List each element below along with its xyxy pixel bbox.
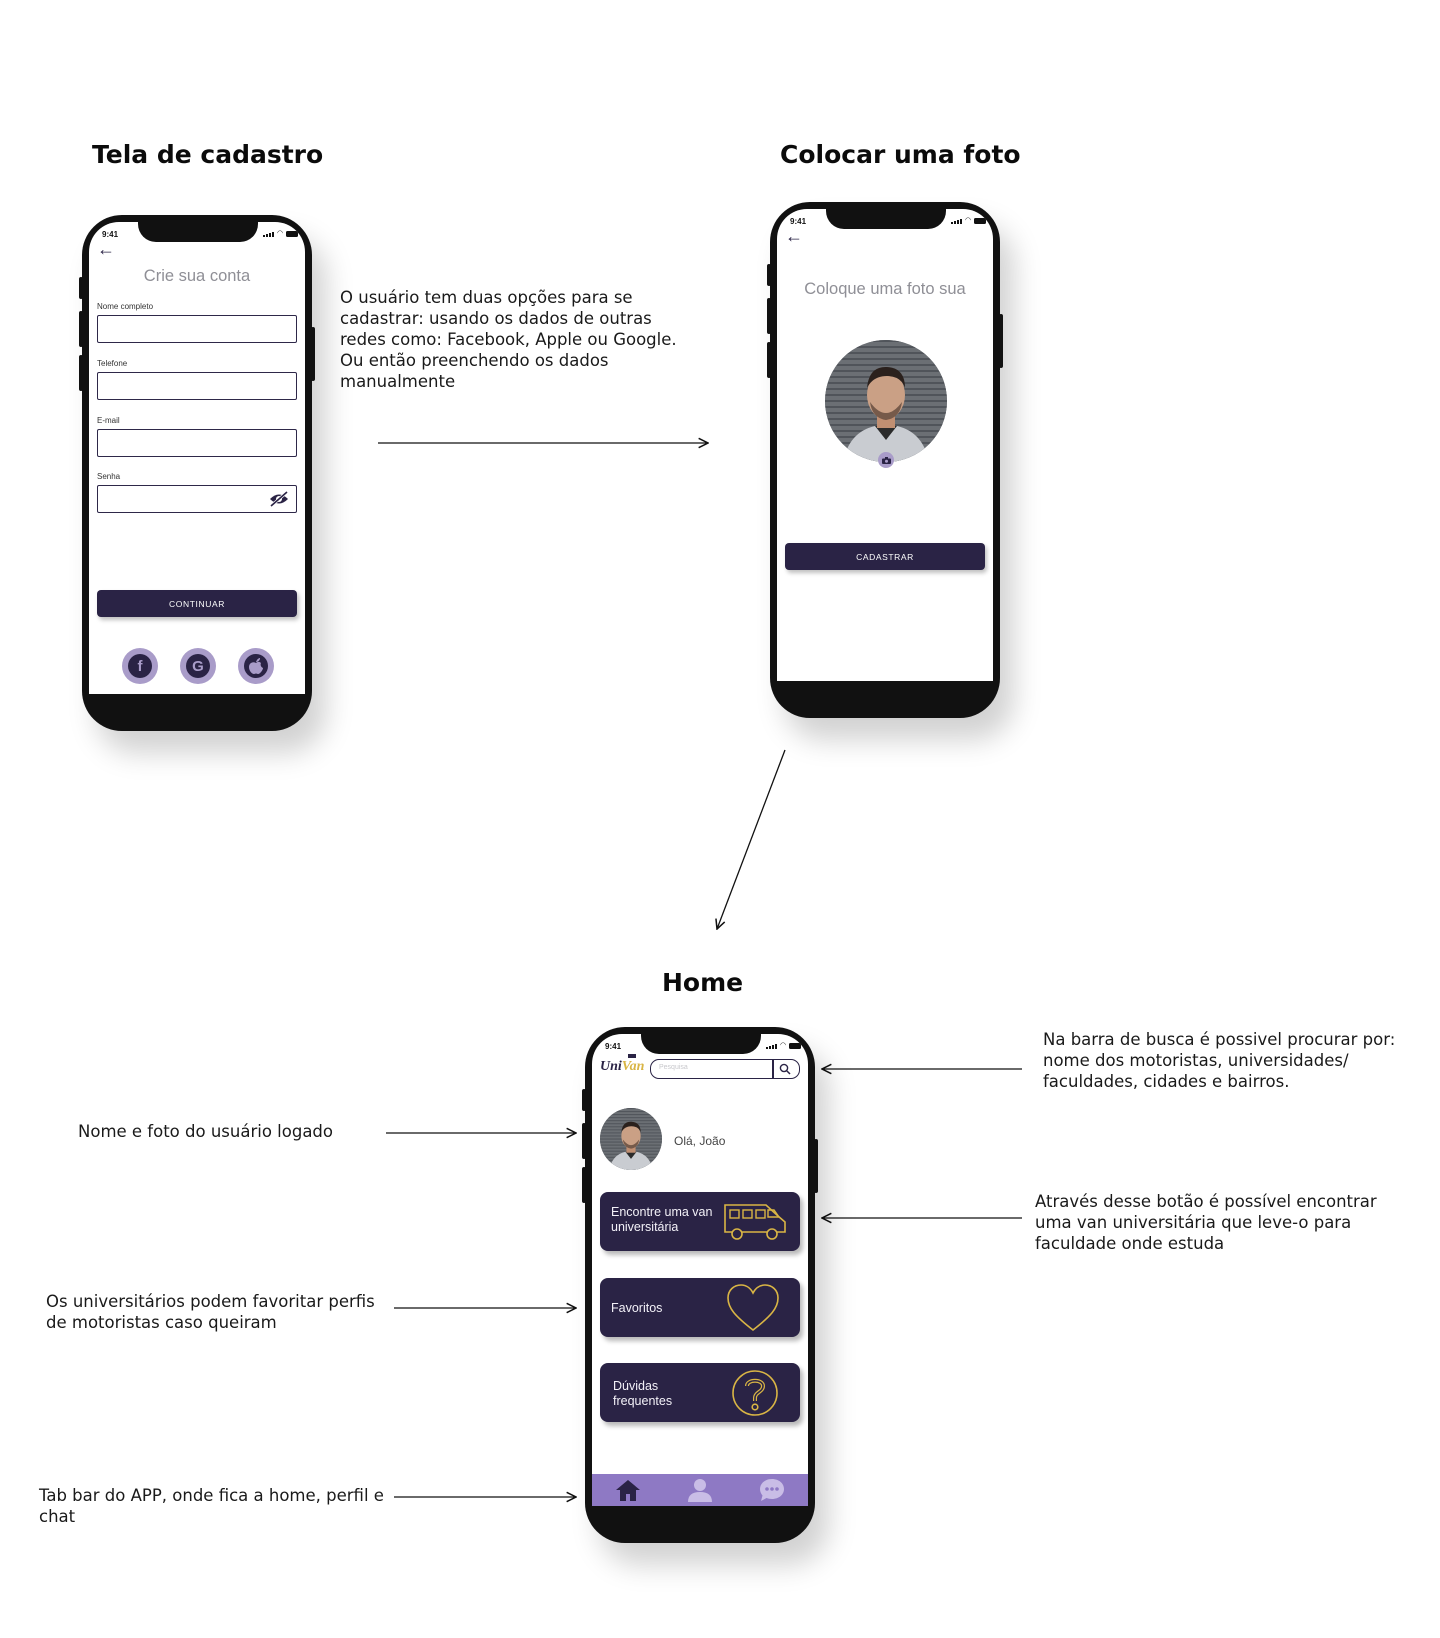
- photo-phone: 9:41 ◠ ← Coloque uma foto sua: [767, 202, 1003, 718]
- home-phone: 9:41 ◠ UniVan Pesquisa: [582, 1027, 818, 1543]
- signup-section-title: Tela de cadastro: [92, 140, 324, 169]
- google-button[interactable]: G: [180, 648, 216, 684]
- register-button[interactable]: CADASTRAR: [785, 543, 985, 570]
- search-bar[interactable]: Pesquisa: [650, 1059, 800, 1079]
- find-van-label: Encontre uma van universitária: [611, 1205, 713, 1234]
- logo-uni: Uni: [600, 1059, 622, 1074]
- status-icons: ◠: [263, 230, 299, 237]
- user-note: Nome e foto do usuário logado: [78, 1122, 333, 1141]
- phone-input[interactable]: [97, 372, 297, 400]
- name-input[interactable]: [97, 315, 297, 343]
- status-time: 9:41: [790, 217, 807, 226]
- email-input[interactable]: [97, 429, 297, 457]
- profile-icon[interactable]: [687, 1478, 713, 1502]
- faq-card[interactable]: Dúvidas frequentes: [600, 1363, 800, 1422]
- tabbar-note: Tab bar do APP, onde fica a home, perfil…: [39, 1486, 384, 1526]
- tab-bar: [592, 1474, 808, 1506]
- back-arrow-icon[interactable]: ←: [97, 239, 115, 259]
- home-section-title: Home: [662, 968, 744, 997]
- field-label-email: E-mail: [97, 416, 120, 425]
- field-label-password: Senha: [97, 472, 121, 481]
- person-photo-icon: [600, 1108, 662, 1170]
- van-note: Através desse botão é possível encontrar…: [1035, 1192, 1377, 1253]
- search-icon[interactable]: [779, 1063, 791, 1075]
- heart-icon: [727, 1284, 779, 1332]
- photo-screen: 9:41 ◠ ← Coloque uma foto sua: [777, 209, 993, 681]
- search-note: Na barra de busca é possivel procurar po…: [1043, 1030, 1396, 1091]
- photo-heading: Coloque uma foto sua: [804, 280, 966, 298]
- home-screen: 9:41 ◠ UniVan Pesquisa: [592, 1034, 808, 1506]
- continue-button[interactable]: CONTINUAR: [97, 590, 297, 617]
- faq-label: Dúvidas frequentes: [613, 1379, 673, 1408]
- signup-phone: 9:41 ◠ ← Crie sua conta Nome completo Te…: [79, 215, 315, 731]
- arrow-photo-to-home: [717, 749, 786, 929]
- univan-logo: UniVan: [600, 1059, 644, 1075]
- find-van-card[interactable]: Encontre uma van universitária: [600, 1192, 800, 1251]
- favorites-note: Os universitários podem favoritar perfis…: [46, 1292, 375, 1332]
- user-avatar[interactable]: [600, 1108, 662, 1170]
- favorites-card[interactable]: Favoritos: [600, 1278, 800, 1337]
- search-input[interactable]: Pesquisa: [659, 1064, 688, 1071]
- graduation-cap-icon: [628, 1054, 636, 1058]
- person-photo-icon: [825, 340, 947, 462]
- password-input[interactable]: [97, 485, 297, 513]
- status-icons: ◠: [766, 1042, 802, 1049]
- home-icon[interactable]: [615, 1478, 641, 1502]
- apple-button[interactable]: [238, 648, 274, 684]
- greeting: Olá, João: [674, 1134, 726, 1148]
- field-label-name: Nome completo: [97, 302, 154, 311]
- facebook-button[interactable]: f: [122, 648, 158, 684]
- apple-icon: [244, 654, 268, 678]
- field-label-phone: Telefone: [97, 359, 128, 368]
- facebook-icon: f: [128, 654, 152, 678]
- back-arrow-icon[interactable]: ←: [785, 226, 803, 246]
- photo-section-title: Colocar uma foto: [780, 140, 1021, 169]
- profile-photo[interactable]: [825, 340, 947, 462]
- logo-van: Van: [621, 1059, 645, 1074]
- van-icon: [724, 1204, 786, 1240]
- signup-heading: Crie sua conta: [143, 267, 251, 285]
- question-icon: [732, 1370, 778, 1416]
- chat-icon[interactable]: [759, 1478, 785, 1502]
- signup-note: O usuário tem duas opções para se cadast…: [340, 288, 677, 391]
- status-time: 9:41: [102, 230, 119, 239]
- eye-off-icon[interactable]: [268, 491, 290, 507]
- status-time: 9:41: [605, 1042, 622, 1051]
- camera-icon[interactable]: [878, 452, 894, 468]
- google-icon: G: [186, 654, 210, 678]
- signup-screen: 9:41 ◠ ← Crie sua conta Nome completo Te…: [89, 222, 305, 694]
- status-icons: ◠: [951, 217, 987, 224]
- favorites-label: Favoritos: [611, 1301, 663, 1315]
